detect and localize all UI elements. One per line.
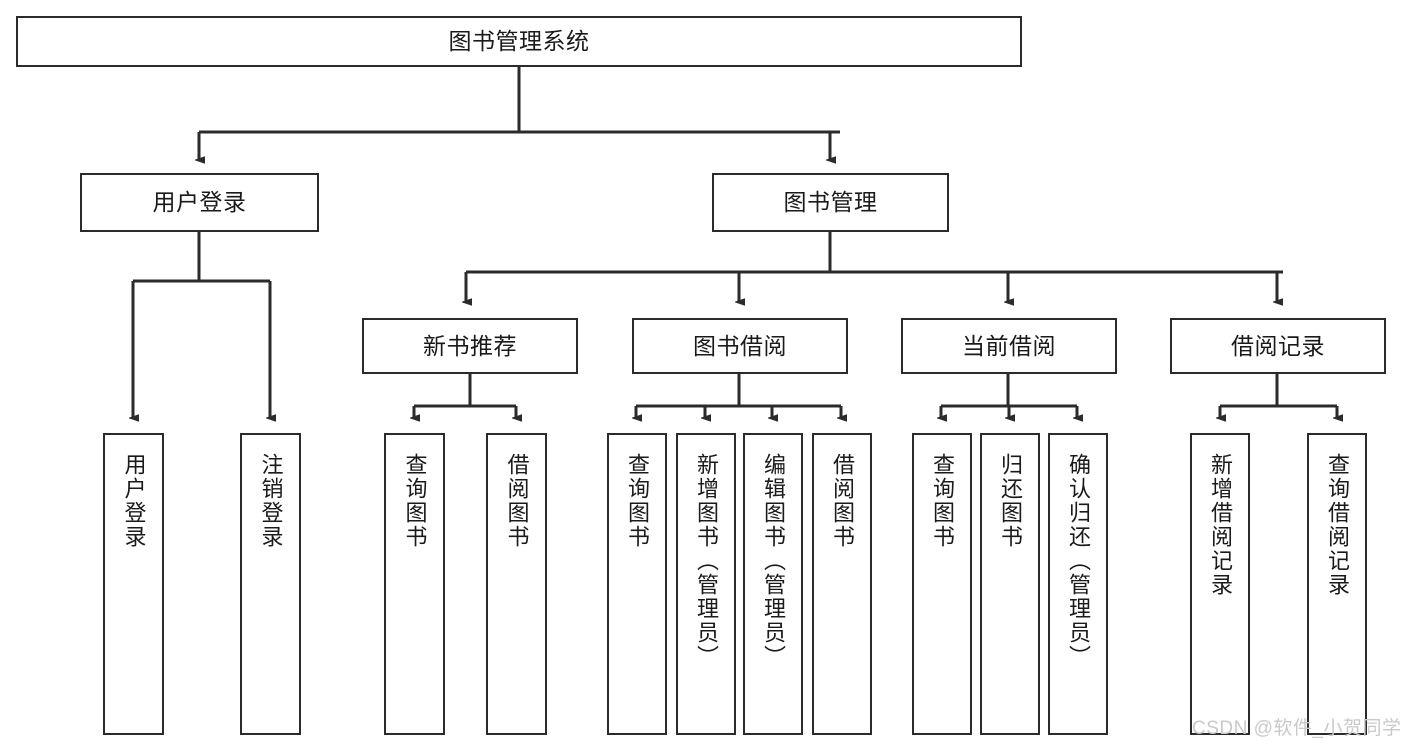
node-label: 用户登录 — [152, 189, 247, 216]
node-book-management[interactable]: 图书管理 — [712, 173, 949, 232]
node-label: 借阅图书 — [829, 453, 855, 549]
leaf-edit-book-admin[interactable]: 编辑图书（管理员） — [743, 433, 803, 735]
node-label: 查询图书 — [929, 453, 955, 549]
node-user-login[interactable]: 用户登录 — [80, 173, 319, 232]
leaf-logout-login[interactable]: 注销登录 — [240, 433, 301, 735]
leaf-add-borrow-record[interactable]: 新增借阅记录 — [1190, 433, 1250, 735]
node-label: 图书管理系统 — [448, 28, 590, 55]
node-label: 注销登录 — [258, 453, 284, 549]
node-label: 当前借阅 — [962, 332, 1056, 359]
leaf-query-book-recommend[interactable]: 查询图书 — [384, 433, 445, 735]
node-label: 用户登录 — [121, 453, 147, 549]
node-label: 查询借阅记录 — [1324, 453, 1350, 597]
node-book-management-system[interactable]: 图书管理系统 — [16, 16, 1022, 67]
leaf-add-book-admin[interactable]: 新增图书（管理员） — [676, 433, 736, 735]
node-label: 查询图书 — [624, 453, 650, 549]
node-borrow-record[interactable]: 借阅记录 — [1170, 318, 1386, 374]
node-label: 新增借阅记录 — [1207, 453, 1233, 597]
node-label: 借阅记录 — [1231, 332, 1325, 359]
node-label: 查询图书 — [402, 453, 428, 549]
watermark-text: CSDN @软件_小贺同学 — [1192, 718, 1402, 739]
node-label: 新增图书（管理员） — [693, 453, 719, 669]
node-new-book-recommend[interactable]: 新书推荐 — [362, 318, 578, 374]
leaf-query-book-borrow[interactable]: 查询图书 — [607, 433, 667, 735]
node-label: 编辑图书（管理员） — [760, 453, 786, 669]
node-label: 图书借阅 — [693, 332, 787, 359]
leaf-return-book[interactable]: 归还图书 — [980, 433, 1040, 735]
node-label: 借阅图书 — [504, 453, 530, 549]
node-label: 新书推荐 — [423, 332, 517, 359]
node-book-borrow[interactable]: 图书借阅 — [632, 318, 848, 374]
leaf-borrow-book-recommend[interactable]: 借阅图书 — [486, 433, 547, 735]
node-label: 图书管理 — [783, 189, 878, 216]
leaf-user-login[interactable]: 用户登录 — [103, 433, 164, 735]
leaf-query-book-current[interactable]: 查询图书 — [912, 433, 972, 735]
leaf-query-borrow-record[interactable]: 查询借阅记录 — [1307, 433, 1367, 735]
leaf-confirm-return-admin[interactable]: 确认归还（管理员） — [1048, 433, 1108, 735]
node-label: 归还图书 — [997, 453, 1023, 549]
node-label: 确认归还（管理员） — [1065, 453, 1091, 669]
node-current-borrow[interactable]: 当前借阅 — [901, 318, 1117, 374]
leaf-borrow-book[interactable]: 借阅图书 — [812, 433, 872, 735]
